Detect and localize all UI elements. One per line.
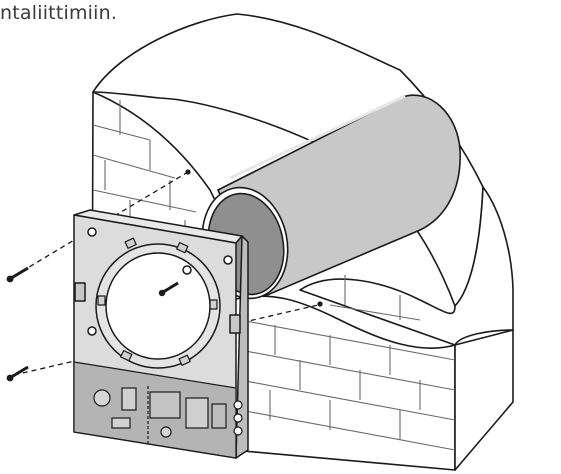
board-component: [111, 417, 131, 429]
frame-hole: [87, 326, 97, 336]
anchor-point-lower: [317, 301, 323, 307]
frame-hole: [182, 265, 192, 275]
board-component: [233, 413, 243, 423]
board-component: [160, 426, 172, 438]
board-component: [185, 397, 209, 429]
board-component: [121, 387, 137, 411]
anchor-point-upper: [185, 169, 191, 175]
control-board: [73, 361, 243, 459]
frame-hole: [87, 227, 97, 237]
frame-hole: [223, 255, 233, 265]
screw: [6, 365, 29, 382]
board-component: [233, 400, 243, 410]
frame-opening: [105, 252, 211, 360]
wall-front-face: [231, 295, 456, 471]
frame-clip: [74, 282, 86, 302]
frame-tabs: [97, 237, 218, 366]
screw: [6, 266, 29, 283]
caption-text: ntaliittimiin.: [0, 2, 118, 24]
screw: [158, 281, 179, 297]
wall-right-face: [454, 329, 514, 471]
frame-clip: [229, 314, 241, 334]
board-component: [93, 389, 111, 407]
duct-highlight: [229, 94, 406, 180]
board-component: [149, 391, 181, 419]
board-component: [211, 403, 227, 429]
board-component: [233, 426, 243, 436]
